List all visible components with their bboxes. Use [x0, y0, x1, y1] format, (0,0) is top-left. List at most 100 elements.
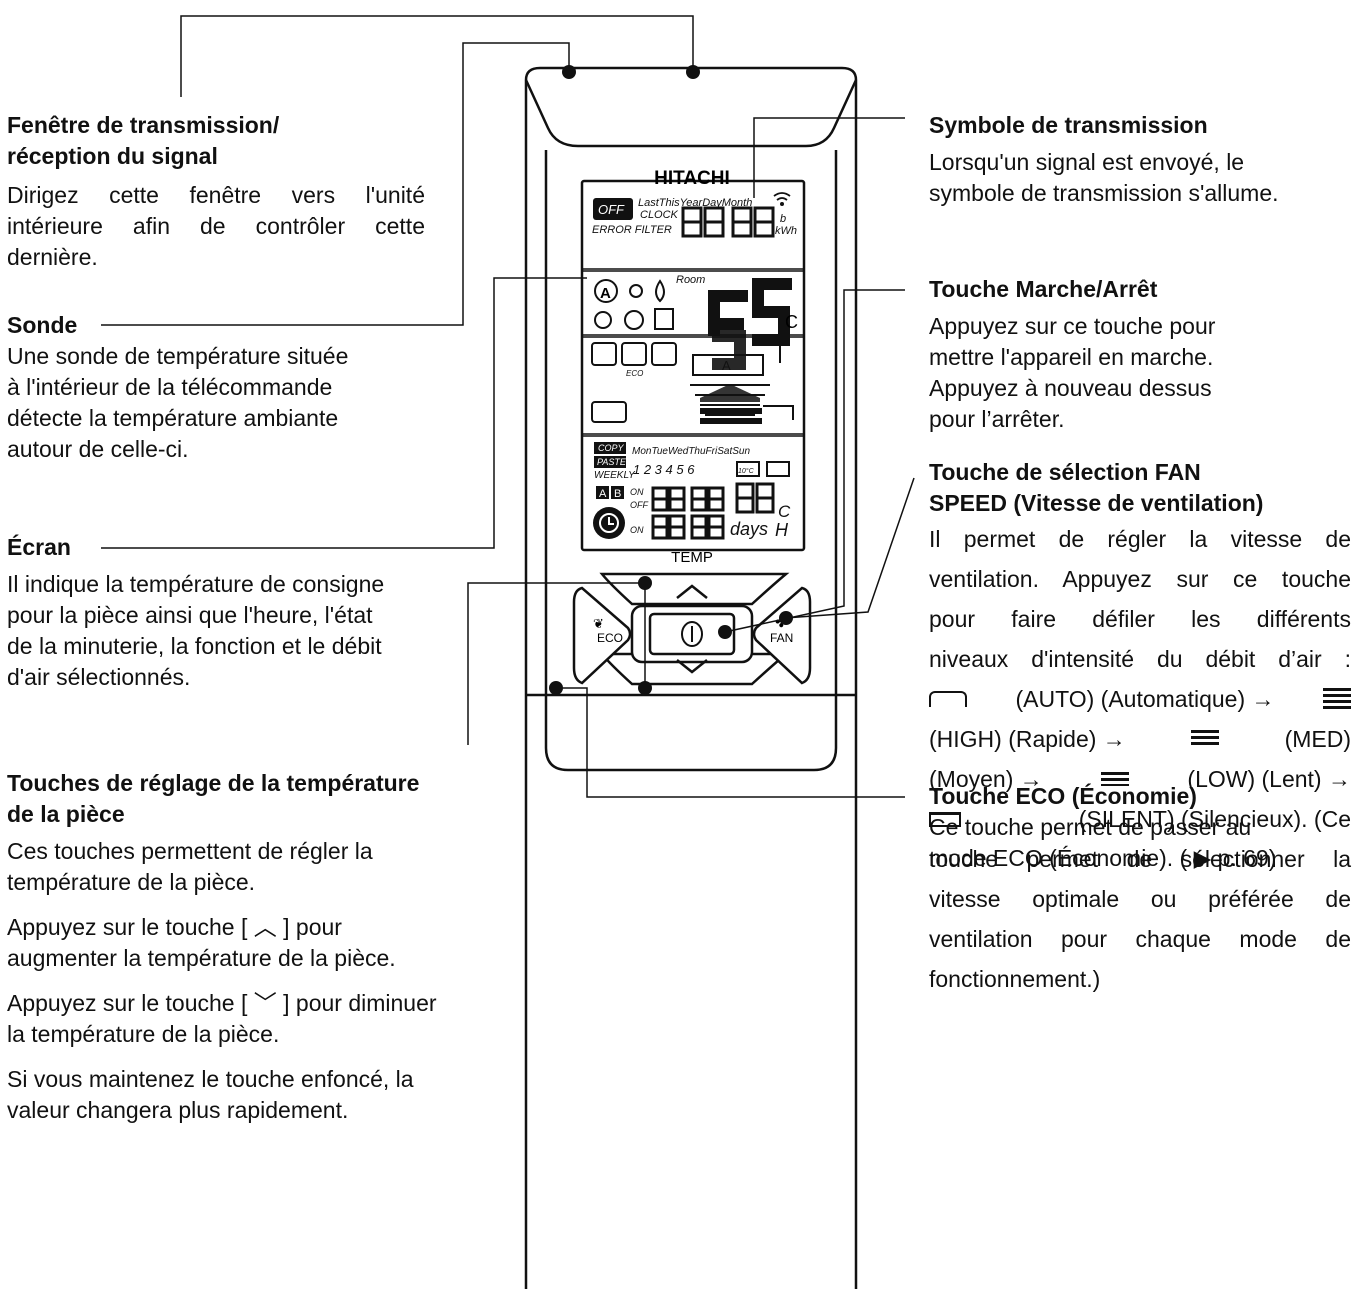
- fan-speed-line-7-row: (Moyen) → (LOW) (Lent) →: [929, 759, 1351, 799]
- lcd-b2: B: [614, 488, 621, 500]
- temp-label: TEMP: [671, 549, 713, 566]
- lcd-a: A: [599, 488, 607, 500]
- brand-logo: HITACHI: [654, 168, 730, 189]
- label-fan-speed: Touche de sélection FAN SPEED (Vitesse d…: [929, 457, 1351, 999]
- sensor-line-3: détecte la température ambiante: [7, 405, 339, 431]
- temp-keys-title-1: Touches de réglage de la température: [7, 770, 420, 796]
- screen-line-3: de la minuterie, la fonction et le débit: [7, 633, 382, 659]
- temp-keys-p3-2: la température de la pièce.: [7, 1021, 280, 1047]
- chevron-up-icon: [676, 584, 708, 599]
- fan-speed-line-2: ventilation. Appuyez sur ce touche: [929, 566, 1351, 592]
- eco-label: ECO: [597, 631, 623, 645]
- fan-label: FAN: [770, 631, 793, 645]
- onoff-line-3: Appuyez à nouveau dessus: [929, 375, 1212, 401]
- onoff-title: Touche Marche/Arrêt: [929, 276, 1158, 302]
- onoff-line-4: pour l’arrêter.: [929, 406, 1065, 432]
- transmission-symbol-line-1: Lorsqu'un signal est envoyé, le: [929, 149, 1245, 175]
- onoff-line-1: Appuyez sur ce touche pour: [929, 313, 1216, 339]
- fan-speed-line-12: fonctionnement.): [929, 966, 1101, 992]
- lcd-error-filter: ERROR FILTER: [592, 224, 672, 236]
- fan-speed-line-6-row: (HIGH) (Rapide) → (MED): [929, 719, 1351, 759]
- temp-keys-p2-1: Appuyez sur le touche [ ︿ ] pour: [7, 914, 342, 940]
- label-transmission-window: Fenêtre de transmission/ réception du si…: [7, 110, 425, 273]
- fan-high-icon: [1323, 688, 1351, 710]
- transmission-symbol-line-2: symbole de transmission s'allume.: [929, 180, 1279, 206]
- fan-speed-line-5: (AUTO) (Automatique) →: [1015, 686, 1275, 712]
- fan-silent-icon: [929, 811, 961, 827]
- eco-key-line-2: mode ECO (Économie). ( ▶ p. 69): [929, 845, 1277, 871]
- fan-button[interactable]: [752, 586, 812, 685]
- lcd-celsius: C: [785, 312, 798, 332]
- fan-speed-line-1: Il permet de régler la vitesse de: [929, 526, 1351, 552]
- temp-keys-p1-2: température de la pièce.: [7, 869, 256, 895]
- lcd-days-of-week: MonTueWedThuFriSatSun: [632, 446, 750, 457]
- lcd-b: b: [780, 213, 786, 225]
- eco-key-title: Touche ECO (Économie): [929, 783, 1197, 809]
- eco-key-line-1: Ce touche permet de passer au: [929, 814, 1252, 840]
- fan-speed-line-7b: (LOW) (Lent) →: [1187, 766, 1351, 792]
- lcd-room: Room: [676, 274, 705, 286]
- leaf-icon: ❦: [593, 616, 604, 631]
- fan-speed-line-11: ventilation pour chaque mode de: [929, 926, 1351, 952]
- temp-keys-p2-2: augmenter la température de la pièce.: [7, 945, 396, 971]
- transmission-symbol-icon: [773, 192, 791, 201]
- fan-speed-line-4: niveaux d'intensité du débit d’air :: [929, 646, 1351, 672]
- lcd-on: ON: [630, 487, 644, 497]
- temp-keys-title-2: de la pièce: [7, 801, 125, 827]
- lcd-day-numbers: 1 2 3 4 5 6: [633, 462, 695, 477]
- sensor-line-1: Une sonde de température située: [7, 343, 349, 369]
- fan-med-icon: [1191, 730, 1220, 748]
- label-sensor: Sonde Une sonde de température située à …: [7, 310, 427, 465]
- label-onoff: Touche Marche/Arrêt Appuyez sur ce touch…: [929, 274, 1354, 435]
- lcd-copy: COPY: [598, 443, 625, 453]
- label-eco-key: Touche ECO (Économie) Ce touche permet d…: [929, 781, 1354, 874]
- label-transmission-symbol: Symbole de transmission Lorsqu'un signal…: [929, 110, 1354, 209]
- lcd-h: H: [775, 520, 789, 540]
- lcd-off: OFF: [598, 202, 625, 217]
- lcd-kwh: kWh: [775, 225, 797, 237]
- lcd-clock: CLOCK: [640, 209, 679, 221]
- transmission-window-title-1: Fenêtre de transmission/: [7, 112, 280, 138]
- lcd-ten-c: 10°C: [738, 467, 755, 475]
- lcd-top-words: LastThisYearDayMonth: [638, 197, 752, 209]
- sensor-line-2: à l'intérieur de la télécommande: [7, 374, 333, 400]
- fan-speed-line-8-row: (SILENT) (Silencieux). (Ce: [929, 799, 1351, 839]
- svg-text:A: A: [600, 285, 611, 302]
- lcd-c2: C: [778, 502, 791, 521]
- lcd-days: days: [730, 519, 768, 539]
- fan-speed-title-2: SPEED (Vitesse de ventilation): [929, 490, 1264, 516]
- temp-keys-p4-2: valeur changera plus rapidement.: [7, 1097, 349, 1123]
- lcd-on2: ON: [630, 525, 644, 535]
- fan-auto-icon: [929, 691, 967, 707]
- fan-speed-title-1: Touche de sélection FAN: [929, 459, 1201, 485]
- sensor-line-4: autour de celle-ci.: [7, 436, 189, 462]
- onoff-line-2: mettre l'appareil en marche.: [929, 344, 1214, 370]
- screen-line-4: d'air sélectionnés.: [7, 664, 191, 690]
- fan-speed-line-6b: (MED): [1284, 726, 1351, 752]
- temp-keys-p4-1: Si vous maintenez le touche enfoncé, la: [7, 1066, 414, 1092]
- lcd-weekly: WEEKLY: [594, 470, 636, 481]
- transmission-window-line-2: intérieure afin de contrôler cette: [7, 213, 425, 239]
- label-screen: Écran Il indique la température de consi…: [7, 532, 467, 693]
- transmission-window-line-3: dernière.: [7, 244, 98, 270]
- screen-line-1: Il indique la température de consigne: [7, 571, 385, 597]
- fan-speed-line-6: (HIGH) (Rapide) →: [929, 726, 1126, 752]
- chevron-down-icon: [676, 659, 708, 674]
- temp-keys-p3-1: Appuyez sur le touche [ ﹀ ] pour diminue…: [7, 990, 437, 1016]
- fan-speed-line-5-row: (AUTO) (Automatique) →: [929, 679, 1351, 719]
- lcd-paste: PASTE: [597, 457, 627, 467]
- lcd-off-small: OFF: [630, 500, 648, 510]
- transmission-symbol-title: Symbole de transmission: [929, 112, 1208, 138]
- screen-line-2: pour la pièce ainsi que l'heure, l'état: [7, 602, 373, 628]
- fan-speed-line-10: vitesse optimale ou préférée de: [929, 886, 1351, 912]
- lcd-eco: ECO: [626, 369, 643, 378]
- fan-speed-line-8: (SILENT) (Silencieux). (Ce: [1078, 806, 1351, 832]
- fan-low-icon: [1101, 772, 1130, 786]
- eco-button[interactable]: [572, 586, 632, 685]
- power-icon: [681, 621, 703, 647]
- transmission-window-line-1: Dirigez cette fenêtre vers l'unité: [7, 182, 425, 208]
- label-temp-keys: Touches de réglage de la température de …: [7, 768, 517, 1126]
- screen-title: Écran: [7, 534, 71, 560]
